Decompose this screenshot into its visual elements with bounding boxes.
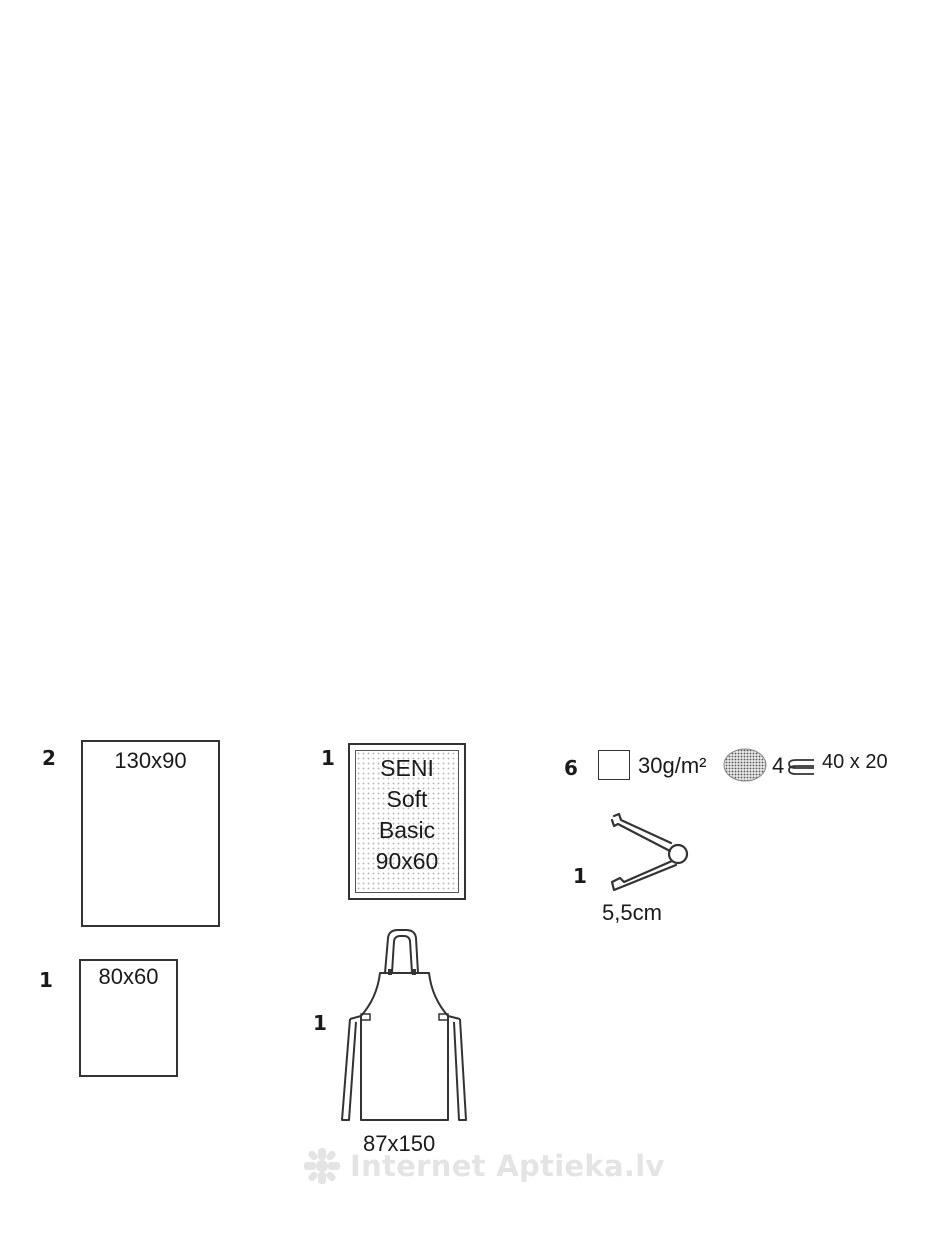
forceps-size: 5,5cm [602, 900, 662, 925]
underpad-size: 90x60 [375, 848, 439, 874]
underpad-drawing: SENI Soft Basic 90x60 [348, 743, 466, 900]
compress-ply-count: 4 [772, 753, 785, 778]
apron-size: 87x150 [363, 1131, 436, 1156]
towel-small-quantity: 1 [39, 968, 53, 992]
folded-layers-icon [788, 759, 814, 775]
towel-large-size: 130x90 [114, 748, 187, 773]
underpad-label: SENI Soft Basic 90x60 [356, 751, 458, 877]
towel-small-drawing: 80x60 [79, 959, 178, 1077]
apron-icon [341, 929, 467, 1121]
towel-small-size: 80x60 [98, 964, 159, 989]
towel-large-drawing: 130x90 [81, 740, 220, 927]
underpad-line-2: Soft [386, 786, 428, 812]
underpad-line-3: Basic [378, 817, 436, 843]
forceps-icon [610, 812, 689, 892]
towel-large-quantity: 2 [42, 746, 56, 770]
pharmacy-logo-icon [304, 1148, 340, 1184]
underpad-quantity: 1 [321, 746, 335, 770]
compress-size: 40 x 20 [822, 751, 888, 773]
square-compress-icon [598, 750, 630, 780]
underpad-inner-pad: SENI Soft Basic 90x60 [355, 750, 459, 893]
watermark: Internet Aptieka.lv [302, 1146, 665, 1186]
compresses-quantity: 6 [564, 756, 578, 780]
underpad-brand: SENI [380, 755, 434, 781]
compress-weight: 30g/m² [638, 753, 707, 778]
nonwoven-fabric-icon [723, 748, 767, 782]
apron-quantity: 1 [313, 1011, 327, 1035]
watermark-text: Internet Aptieka.lv [350, 1149, 665, 1183]
forceps-quantity: 1 [573, 864, 587, 888]
